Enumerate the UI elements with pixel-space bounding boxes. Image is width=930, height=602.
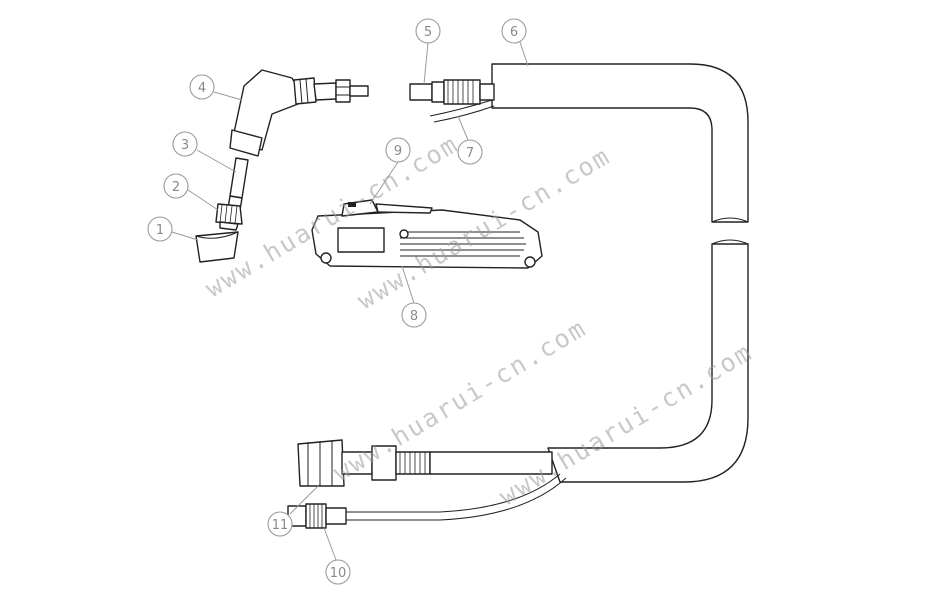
svg-text:10: 10 [330,566,347,581]
leader-lines [171,41,529,561]
svg-text:7: 7 [466,146,474,161]
power-connector [297,439,553,487]
callout-4: 4 [189,74,215,100]
callout-3: 3 [172,131,198,157]
torch-head-neck [293,77,317,105]
callout-5: 5 [415,18,441,44]
hose-break-upper [711,217,749,223]
hose-fitting-top [409,79,495,105]
torch-head-nut [335,79,351,103]
nozzle-cup [195,231,239,263]
callout-1: 1 [147,216,173,242]
callout-10: 10 [325,559,351,585]
callout-8: 8 [401,302,427,328]
handle-grip-lines [400,231,526,257]
hose-assembly [491,63,749,483]
callout-2: 2 [163,173,189,199]
torch-head [229,69,369,157]
hose-upper [491,63,749,223]
connector-knurl [399,452,426,474]
svg-text:6: 6 [510,25,518,40]
swirl-ring [215,203,243,231]
torch-head-tip [349,85,369,97]
callout-11: 11 [267,511,293,537]
svg-text:11: 11 [272,518,289,533]
callout-9: 9 [385,137,411,163]
fitting-knurl [447,80,474,104]
svg-text:9: 9 [394,144,402,159]
svg-text:1: 1 [156,223,164,238]
handle-screw-3 [524,256,536,268]
svg-text:2: 2 [172,180,180,195]
electrode [227,157,249,211]
svg-text:5: 5 [424,25,432,40]
control-plug [287,473,567,529]
handle-screw-1 [320,252,332,264]
torch-handle [311,209,543,269]
hose-lower [547,243,749,483]
handle-screw-2 [399,229,409,239]
hose-break-lower [711,239,749,245]
power-cable [429,451,553,475]
callout-7: 7 [457,139,483,165]
torch-head-stem [313,82,337,101]
control-wire-top [429,99,495,123]
control-cable [346,473,561,513]
svg-text:3: 3 [181,138,189,153]
trigger [341,199,433,217]
handle-window [337,227,385,253]
svg-text:4: 4 [198,81,206,96]
svg-text:8: 8 [410,309,418,324]
callout-6: 6 [501,18,527,44]
torch-head-collar [229,129,263,157]
